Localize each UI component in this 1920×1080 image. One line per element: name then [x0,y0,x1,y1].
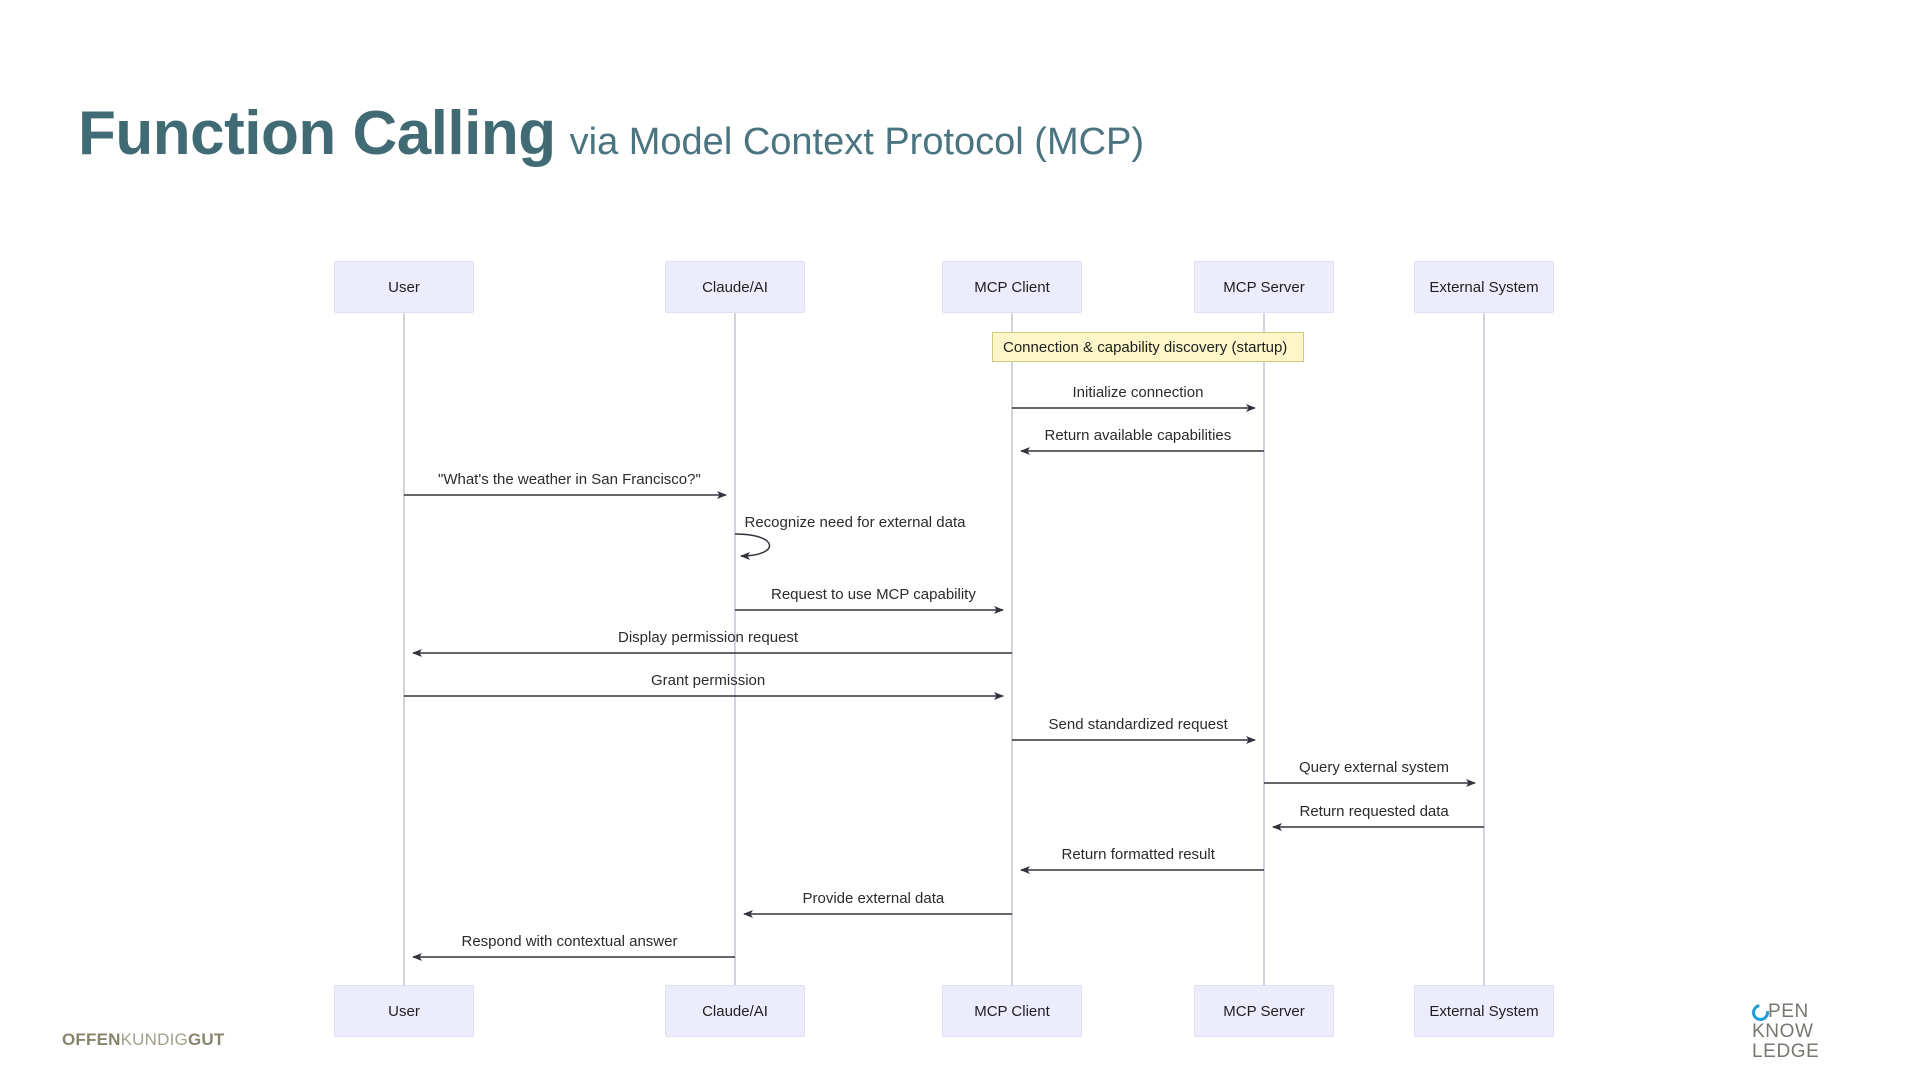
page-title: Function Calling via Model Context Protoc… [78,98,1144,169]
message-label-5: Display permission request [618,629,799,646]
message-label-4: Request to use MCP capability [771,586,976,603]
brand-right-row1: PEN [1752,1002,1872,1022]
message-label-1: Return available capabilities [1044,427,1232,444]
message-label-6: Grant permission [651,672,766,689]
message-label-0: Initialize connection [1072,384,1204,401]
participant-box-claude-top: Claude/AI [665,261,805,313]
title-subtitle: via Model Context Protocol (MCP) [569,121,1145,163]
message-label-10: Return formatted result [1061,846,1215,863]
participant-label: Claude/AI [702,1002,768,1020]
brand-open-knowledge: PEN KNOW LEDGE [1752,1002,1872,1062]
participant-label: User [388,278,420,296]
title-main: Function Calling [78,99,556,168]
message-label-12: Respond with contextual answer [461,933,678,950]
message-label-7: Send standardized request [1048,716,1228,733]
message-arrows-group [404,404,1484,961]
message-arrow-self-3 [734,533,771,560]
message-label-9: Return requested data [1299,803,1449,820]
message-label-8: Query external system [1299,759,1450,776]
note-text: Connection & capability discovery (start… [1003,338,1288,356]
open-circle-icon [1752,1004,1767,1019]
participant-label: External System [1429,278,1539,296]
lifelines-group [403,313,1485,985]
brand-right-line2: KNOW [1752,1021,1814,1042]
participant-label: MCP Server [1223,1002,1305,1020]
brand-right-line3: LEDGE [1752,1041,1820,1062]
participant-box-claude-bottom: Claude/AI [665,985,805,1037]
participant-label: External System [1429,1002,1539,1020]
participant-box-server-top: MCP Server [1194,261,1334,313]
message-label-3: Recognize need for external data [744,514,966,531]
participant-box-external-bottom: External System [1414,985,1554,1037]
brand-offenkundiggut: OFFENKUNDIGGUT [62,1030,224,1050]
brand-left-part3: GUT [187,1030,225,1049]
participant-box-external-top: External System [1414,261,1554,313]
participant-box-client-top: MCP Client [942,261,1082,313]
brand-left-part1: OFFEN [62,1030,121,1049]
participant-label: MCP Server [1223,278,1305,296]
note-box-0: Connection & capability discovery (start… [992,332,1304,362]
participant-label: User [388,1002,420,1020]
brand-left-part2: KUNDIG [120,1030,188,1049]
participant-box-user-bottom: User [334,985,474,1037]
participant-label: MCP Client [974,278,1050,296]
participant-label: MCP Client [974,1002,1050,1020]
message-label-2: "What's the weather in San Francisco?" [438,471,701,488]
participant-box-server-bottom: MCP Server [1194,985,1334,1037]
message-label-11: Provide external data [802,890,945,907]
participant-box-client-bottom: MCP Client [942,985,1082,1037]
participant-label: Claude/AI [702,278,768,296]
brand-right-line1: PEN [1768,1001,1809,1022]
participant-box-user-top: User [334,261,474,313]
